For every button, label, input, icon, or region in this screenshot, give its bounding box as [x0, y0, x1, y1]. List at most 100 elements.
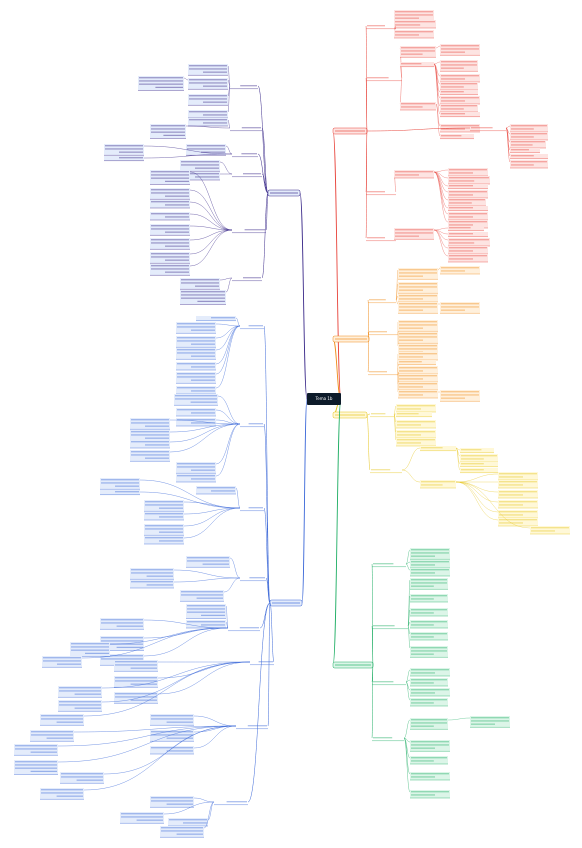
leaf-node: [510, 140, 546, 148]
leaf-connector: [189, 225, 233, 231]
leaf-text-line: [203, 85, 227, 87]
leaf-text-line: [151, 242, 189, 244]
leaf-text-line: [101, 482, 139, 484]
leaf-text-line: [211, 317, 235, 319]
leaf-connector: [455, 473, 499, 483]
leaf-text-line: [196, 597, 223, 599]
leaf-text-line: [121, 813, 163, 815]
leaf-text-line: [115, 661, 157, 663]
leaf-text-line: [31, 734, 73, 736]
leaf-node: [150, 170, 190, 185]
leaf-text-line: [145, 457, 169, 459]
leaf-node: [498, 518, 538, 526]
leaf-text-line: [411, 564, 435, 566]
leaf-node: [150, 714, 194, 726]
sub-branch-node: [372, 736, 404, 741]
leaf-text-line: [399, 283, 437, 285]
leaf-node: [150, 252, 190, 264]
leaf-text-line: [61, 776, 103, 778]
leaf-text-line: [191, 422, 215, 424]
leaf-text-line: [130, 683, 157, 685]
leaf-node: [176, 418, 216, 426]
leaf-connector: [189, 213, 233, 231]
leaf-text-line: [61, 773, 103, 775]
leaf-text-line: [441, 303, 479, 305]
leaf-text-line: [411, 579, 447, 581]
sub-branch-connector: [366, 127, 471, 132]
leaf-node: [104, 156, 144, 161]
sub-branch-connector: [257, 85, 269, 194]
leaf-node: [114, 692, 158, 704]
leaf-text-line: [145, 437, 169, 439]
leaf-connector: [403, 719, 411, 739]
leaf-connector: [433, 169, 449, 173]
leaf-connector: [403, 737, 411, 793]
leaf-node: [130, 580, 174, 588]
leaf-text-line: [176, 833, 203, 835]
leaf-text-line: [449, 233, 473, 235]
leaf-text-line: [226, 801, 247, 803]
leaf-node: [100, 654, 144, 666]
leaf-node: [448, 190, 488, 198]
leaf-text-line: [441, 397, 465, 399]
leaf-node: [410, 718, 448, 730]
leaf-text-line: [421, 447, 443, 449]
leaf-connector: [169, 423, 241, 433]
leaf-connector: [401, 469, 421, 483]
leaf-text-line: [411, 595, 447, 597]
leaf-text-line: [441, 83, 477, 85]
leaf-text-line: [399, 333, 437, 335]
leaf-node: [150, 188, 190, 200]
leaf-connector: [403, 737, 411, 775]
leaf-text-line: [499, 504, 523, 506]
leaf-node: [42, 656, 82, 668]
leaf-text-line: [191, 469, 215, 471]
leaf-text-line: [31, 731, 73, 733]
leaf-text-line: [399, 321, 437, 323]
leaf-text-line: [241, 153, 257, 155]
leaf-text-line: [441, 306, 479, 308]
leaf-text-line: [165, 259, 189, 261]
leaf-text-line: [165, 245, 189, 247]
leaf-node: [174, 394, 218, 406]
leaf-text-line: [411, 633, 447, 635]
leaf-connector: [183, 77, 189, 81]
leaf-text-line: [191, 412, 215, 414]
leaf-text-line: [449, 169, 487, 171]
leaf-text-line: [411, 609, 447, 611]
leaf-text-line: [30, 751, 57, 753]
root-node[interactable]: Tema 1b: [307, 393, 341, 405]
leaf-connector: [143, 627, 229, 639]
leaf-node: [498, 480, 538, 488]
leaf-text-line: [399, 391, 437, 393]
leaf-text-line: [399, 269, 437, 271]
leaf-text-line: [399, 303, 437, 305]
leaf-text-line: [499, 511, 537, 513]
leaf-connector: [183, 507, 241, 527]
leaf-connector: [227, 85, 231, 113]
leaf-node: [176, 462, 216, 474]
leaf-text-line: [119, 151, 143, 153]
leaf-text-line: [145, 537, 183, 539]
leaf-node: [176, 386, 216, 394]
leaf-node: [410, 594, 448, 602]
leaf-node: [176, 474, 216, 482]
leaf-node: [530, 526, 570, 534]
leaf-text-line: [59, 687, 101, 689]
leaf-text-line: [177, 340, 215, 342]
leaf-text-line: [401, 103, 435, 105]
sub-branch-node: [230, 126, 262, 131]
leaf-node: [398, 320, 438, 332]
leaf-text-line: [401, 63, 422, 65]
sub-branch-node: [370, 412, 394, 417]
leaf-node: [410, 772, 450, 780]
sub-branch-node: [368, 330, 398, 335]
leaf-node: [396, 438, 436, 446]
sub-branch-connector: [371, 664, 374, 739]
sub-branch-connector: [247, 602, 271, 803]
leaf-connector: [433, 227, 449, 231]
leaf-text-line: [191, 366, 215, 368]
leaf-node: [410, 668, 450, 676]
